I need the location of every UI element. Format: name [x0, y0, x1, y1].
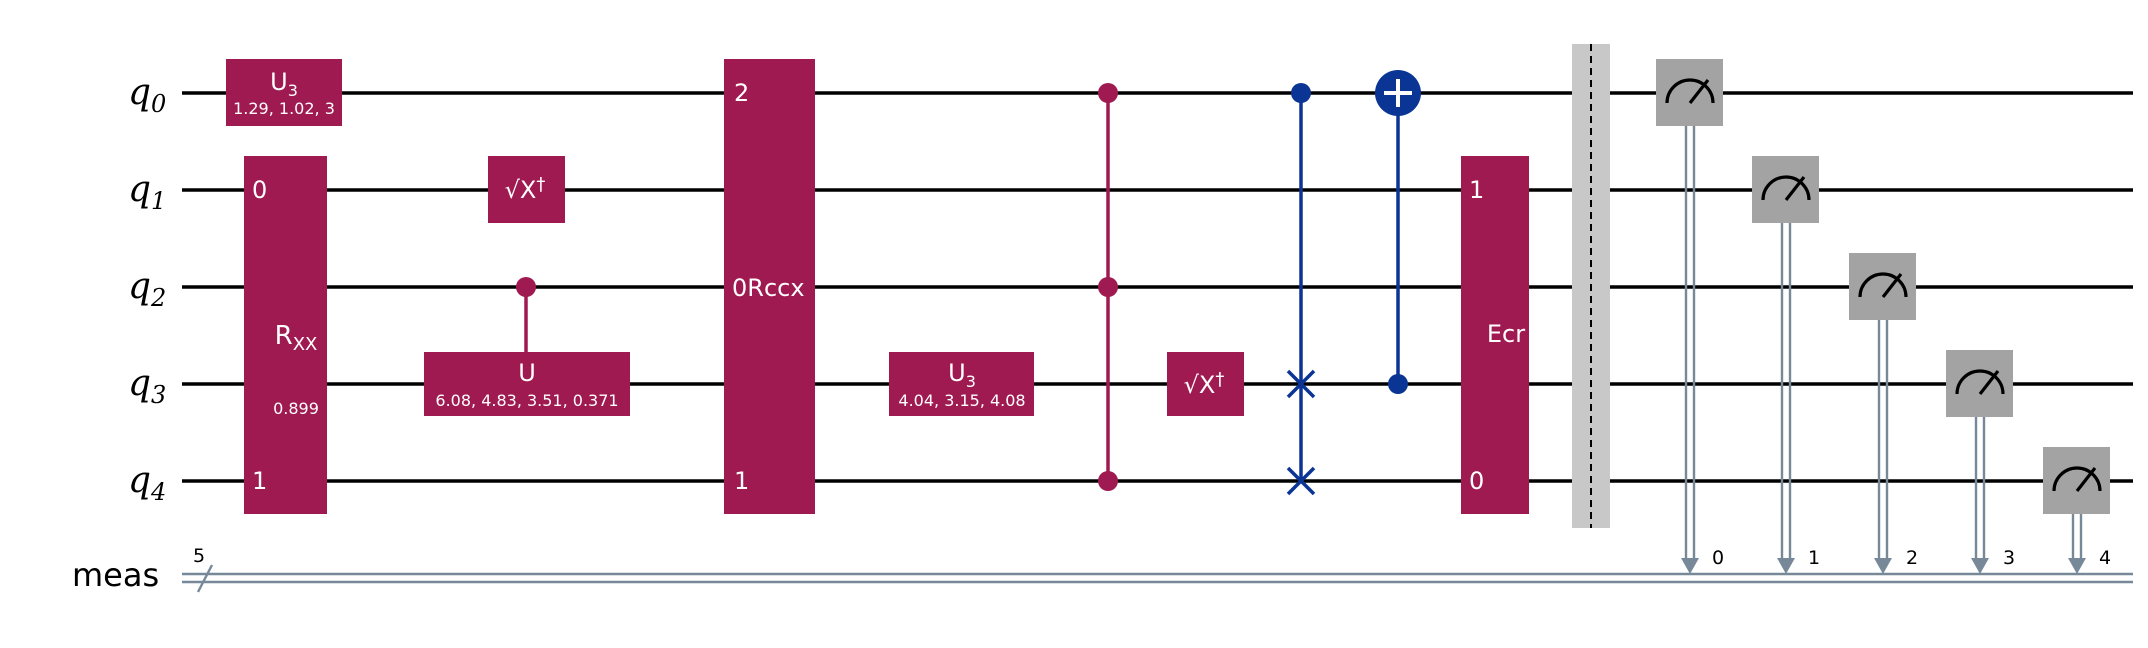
svg-text:6.08, 4.83, 3.51, 0.371: 6.08, 4.83, 3.51, 0.371 — [435, 391, 618, 410]
controlled-u-gate: U 6.08, 4.83, 3.51, 0.371 — [424, 277, 630, 416]
controlled-swap-gate — [1286, 83, 1316, 496]
svg-text:U: U — [518, 359, 536, 387]
svg-text:1.29, 1.02, 3: 1.29, 1.02, 3 — [233, 99, 335, 118]
meter-icon — [1665, 78, 1715, 104]
u3-gate-q0: U3 1.29, 1.02, 3 — [226, 59, 342, 126]
svg-text:1: 1 — [734, 467, 749, 495]
svg-text:RXX: RXX — [275, 321, 318, 355]
control-dot — [516, 277, 536, 297]
svg-text:1: 1 — [252, 467, 267, 495]
svg-text:3: 3 — [2003, 547, 2015, 569]
control-dot — [1098, 471, 1118, 491]
control-dot — [1291, 83, 1311, 103]
plus-circle-icon — [1375, 70, 1421, 116]
svg-text:1: 1 — [1808, 547, 1820, 569]
measure-gate-q4: 4 — [2043, 447, 2111, 574]
svg-text:2: 2 — [734, 79, 749, 107]
measure-gate-q1: 1 — [1752, 156, 1820, 574]
meter-icon — [1761, 175, 1811, 201]
svg-text:U3: U3 — [948, 359, 976, 391]
meter-icon — [2052, 466, 2102, 492]
x-cross-icon — [1286, 466, 1316, 496]
svg-text:Ecr: Ecr — [1487, 320, 1525, 348]
ecr-gate: 1 0 Ecr — [1461, 156, 1529, 514]
svg-text:0: 0 — [1469, 467, 1484, 495]
svg-text:4: 4 — [2099, 547, 2111, 569]
classical-register-wire: 5 — [182, 545, 2133, 593]
svg-text:√X†: √X† — [505, 174, 546, 204]
rccx-gate: 2 0Rccx 1 — [724, 59, 815, 514]
qubit-label-q4: q4 — [128, 460, 166, 506]
svg-text:4.04, 3.15, 4.08: 4.04, 3.15, 4.08 — [898, 391, 1025, 410]
qubit-label-q2: q2 — [128, 266, 166, 312]
control-dot — [1388, 374, 1408, 394]
svg-text:0Rccx: 0Rccx — [732, 274, 805, 302]
control-dot — [1098, 83, 1118, 103]
bus-slash — [196, 564, 214, 593]
u3-gate-q3: U3 4.04, 3.15, 4.08 — [889, 352, 1034, 416]
svg-text:0.899: 0.899 — [273, 399, 319, 418]
controlled-phase-gate — [1098, 83, 1118, 491]
svg-text:1: 1 — [1469, 176, 1484, 204]
qubit-label-q1: q1 — [128, 169, 166, 215]
meter-icon — [1955, 369, 2005, 395]
qubit-label-q0: q0 — [128, 72, 166, 118]
svg-text:U3: U3 — [270, 68, 298, 100]
qubit-labels: q0 q1 q2 q3 q4 meas — [72, 72, 166, 594]
svg-text:0: 0 — [252, 176, 267, 204]
cnot-gate — [1375, 70, 1421, 394]
svg-text:2: 2 — [1906, 547, 1918, 569]
classical-register-label: meas — [72, 556, 159, 594]
meter-icon — [1858, 272, 1908, 298]
svg-text:0: 0 — [1712, 547, 1724, 569]
control-dot — [1098, 277, 1118, 297]
measure-gate-q0: 0 — [1656, 59, 1724, 574]
measure-gate-q3: 3 — [1946, 350, 2015, 574]
x-cross-icon — [1286, 369, 1316, 399]
sxdg-gate-q1: √X† — [488, 156, 565, 223]
sxdg-gate-q3: √X† — [1167, 352, 1244, 416]
qubit-label-q3: q3 — [128, 363, 166, 409]
rxx-gate: 0 1 RXX 0.899 — [244, 156, 327, 514]
qubit-wires — [182, 91, 2133, 483]
measure-gate-q2: 2 — [1849, 253, 1918, 574]
classical-register-size: 5 — [193, 545, 205, 567]
svg-text:√X†: √X† — [1184, 369, 1225, 399]
barrier — [1572, 44, 1610, 528]
